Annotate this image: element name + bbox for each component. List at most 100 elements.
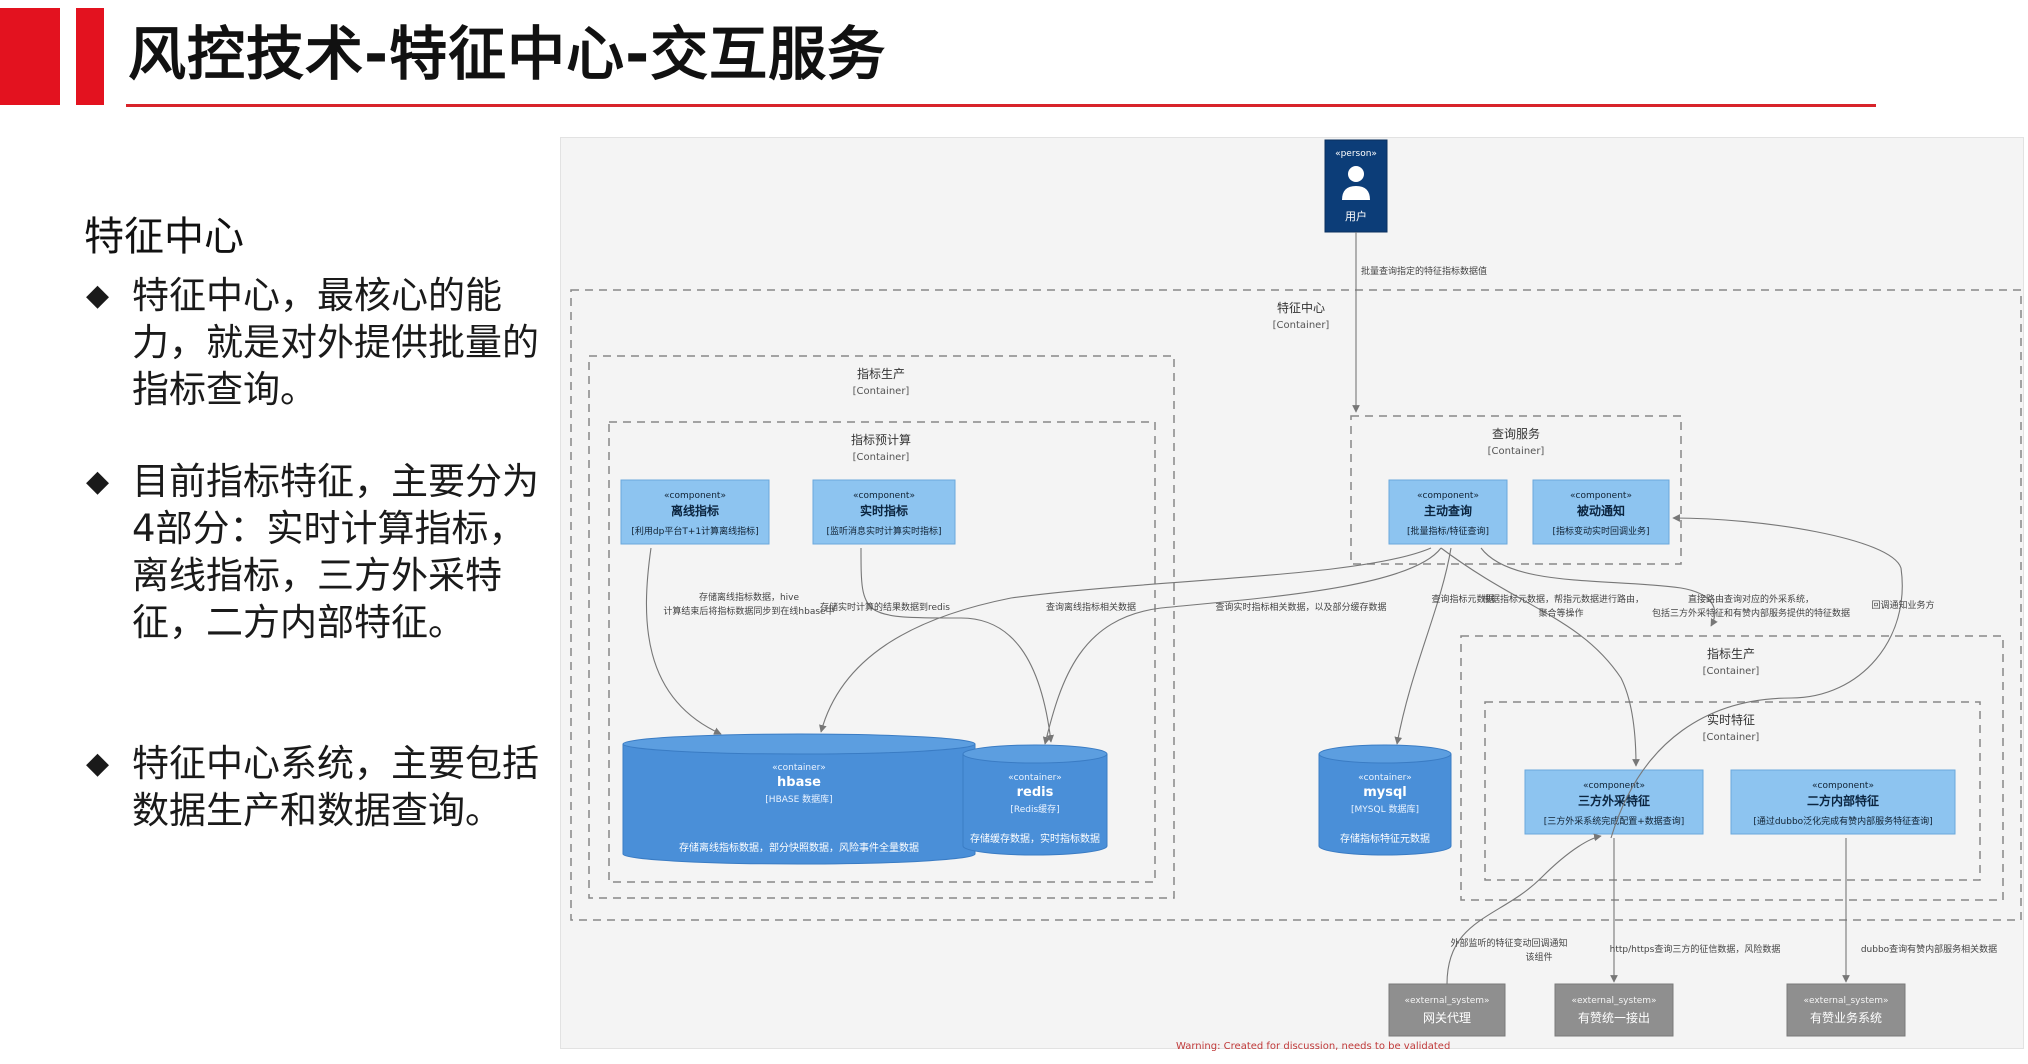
component-offline-metric: «component» 离线指标 [利用dp平台T+1计算离线指标] [620,479,770,545]
boundary-type: [Container] [1273,320,1330,331]
component-desc: [批量指标/特征查询] [1407,525,1489,537]
boundary-query-service: 查询服务 [Container] [1350,415,1682,565]
component-desc: [监听消息实时计算实时指标] [826,525,941,537]
person-icon [1342,166,1370,200]
boundary-type: [Container] [1703,666,1760,677]
database-type: [Redis缓存] [1010,803,1059,815]
edge-label: http/https查询三方的征信数据，风险数据 [1610,943,1781,955]
edge-realtime-to-redis [860,547,1055,743]
component-desc: [通过dubbo泛化完成有赞内部服务特征查询] [1753,815,1932,827]
component-stereotype: «component» [1417,491,1479,501]
boundary-title: 指标生产 [1707,646,1755,661]
edge-label: 批量查询指定的特征指标数据值 [1361,265,1487,277]
edge-callback [1610,514,1903,839]
edge-label: 外部监听的特征变动回调通知 [1450,937,1567,949]
component-third-party-feature: «component» 三方外采特征 [三方外采系统完成配置+数据查询] [1524,769,1704,835]
edge-gateway [1446,833,1602,985]
bullet-text-3: 特征中心系统，主要包括数据生产和数据查询。 [132,742,539,832]
edge-label: 直接路由查询对应的外采系统， [1688,593,1814,605]
component-passive-notify: «component» 被动通知 [指标变动实时回调业务] [1532,479,1670,545]
header-accent-bar-small [76,8,104,105]
section-title: 特征中心 [84,214,244,260]
component-name: 主动查询 [1424,503,1472,518]
boundary-title: 查询服务 [1492,426,1540,441]
edge-label: 存储实时计算的结果数据到redis [820,601,950,613]
edge-label: 包括三方外采特征和有赞内部服务提供的特征数据 [1652,607,1850,619]
boundary-metric-precompute: 指标预计算 [Container] [608,421,1156,883]
component-name: 实时指标 [860,503,908,518]
page-title: 风控技术-特征中心-交互服务 [128,20,887,88]
edge-label: dubbo查询有赞内部服务相关数据 [1861,943,1997,955]
boundary-feature-center: 特征中心 [Container] [570,289,2022,921]
external-name: 有赞统一接出 [1578,1010,1650,1025]
external-gateway-proxy: «external_system» 网关代理 [1388,983,1506,1037]
boundary-title: 指标生产 [857,366,905,381]
person-stereotype: «person» [1335,149,1377,159]
component-name: 离线指标 [671,503,719,518]
boundary-metric-production-2: 指标生产 [Container] [1460,635,2004,901]
diagram-edges [645,232,1903,985]
database-stereotype: «container» [772,763,826,773]
boundary-realtime-feature: 实时特征 [Container] [1484,701,1981,881]
component-realtime-metric: «component» 实时指标 [监听消息实时计算实时指标] [812,479,956,545]
component-second-party-feature: «component» 二方内部特征 [通过dubbo泛化完成有赞内部服务特征查… [1730,769,1956,835]
component-name: 三方外采特征 [1578,793,1650,808]
component-stereotype: «component» [1812,781,1874,791]
edge-label: 查询实时指标相关数据，以及部分缓存数据 [1215,601,1386,613]
boundary-type: [Container] [853,386,910,397]
component-stereotype: «component» [1570,491,1632,501]
database-desc: 存储缓存数据，实时指标数据 [970,832,1100,845]
database-stereotype: «container» [1358,773,1412,783]
edge-label: 根据指标元数据，帮指元数据进行路由， [1482,593,1644,605]
database-type: [MYSQL 数据库] [1351,803,1419,815]
boundary-metric-production: 指标生产 [Container] [588,355,1175,899]
edge-query-hbase [819,547,1432,733]
database-name: hbase [777,775,821,790]
bullet-text-2: 目前指标特征，主要分为4部分：实时计算指标，离线指标，三方外采特征，二方内部特征… [132,460,539,644]
diamond-bullet-icon: ◆ [86,464,110,499]
database-stereotype: «container» [1008,773,1062,783]
edge-label: 存储离线指标数据，hive [699,591,800,603]
component-stereotype: «component» [853,491,915,501]
boundary-type: [Container] [1488,446,1545,457]
edge-label: 聚合等操作 [1538,607,1583,619]
edge-label: 该组件 [1525,951,1552,963]
component-name: 二方内部特征 [1807,793,1879,808]
diagram-warning-text: Warning: Created for discussion, needs t… [1176,1041,1451,1052]
boundary-type: [Container] [1703,732,1760,743]
header-divider [126,104,1876,107]
database-hbase: «container» hbase [HBASE 数据库] 存储离线指标数据，部… [622,733,976,865]
edge-label: 查询指标元数据 [1431,593,1494,605]
user-person-node: «person» 用户 [1324,139,1388,233]
diamond-bullet-icon: ◆ [86,746,110,781]
edge-route [1480,547,1718,627]
architecture-diagram: 特征中心 [Container] 指标生产 [Container] 指标预计算 … [560,137,2024,1049]
database-desc: 存储指标特征元数据 [1340,832,1430,845]
edge-external [1440,547,1640,767]
edge-query-mysql [1394,547,1452,745]
component-name: 被动通知 [1577,503,1625,518]
component-desc: [指标变动实时回调业务] [1552,525,1649,537]
external-stereotype: «external_system» [1803,996,1888,1006]
boundary-title: 指标预计算 [851,432,911,447]
database-name: mysql [1363,785,1407,800]
header-accent-bar-large [0,8,60,105]
component-active-query: «component» 主动查询 [批量指标/特征查询] [1388,479,1508,545]
database-name: redis [1017,785,1054,800]
component-stereotype: «component» [1583,781,1645,791]
external-stereotype: «external_system» [1404,996,1489,1006]
boundary-type: [Container] [853,452,910,463]
edge-query-redis [1042,547,1442,745]
database-desc: 存储离线指标数据，部分快照数据，风险事件全量数据 [679,841,919,854]
component-desc: [三方外采系统完成配置+数据查询] [1544,815,1685,827]
external-stereotype: «external_system» [1571,996,1656,1006]
boundary-title: 特征中心 [1277,300,1325,315]
external-name: 有赞业务系统 [1810,1010,1882,1025]
boundary-title: 实时特征 [1707,712,1755,727]
edge-offline-to-hbase [645,547,722,735]
edge-label: 计算结束后将指标数据同步到在线hbase中 [663,605,834,617]
database-type: [HBASE 数据库] [765,793,832,805]
external-name: 网关代理 [1423,1011,1471,1025]
database-mysql: «container» mysql [MYSQL 数据库] 存储指标特征元数据 [1318,744,1452,856]
person-label: 用户 [1345,209,1367,223]
